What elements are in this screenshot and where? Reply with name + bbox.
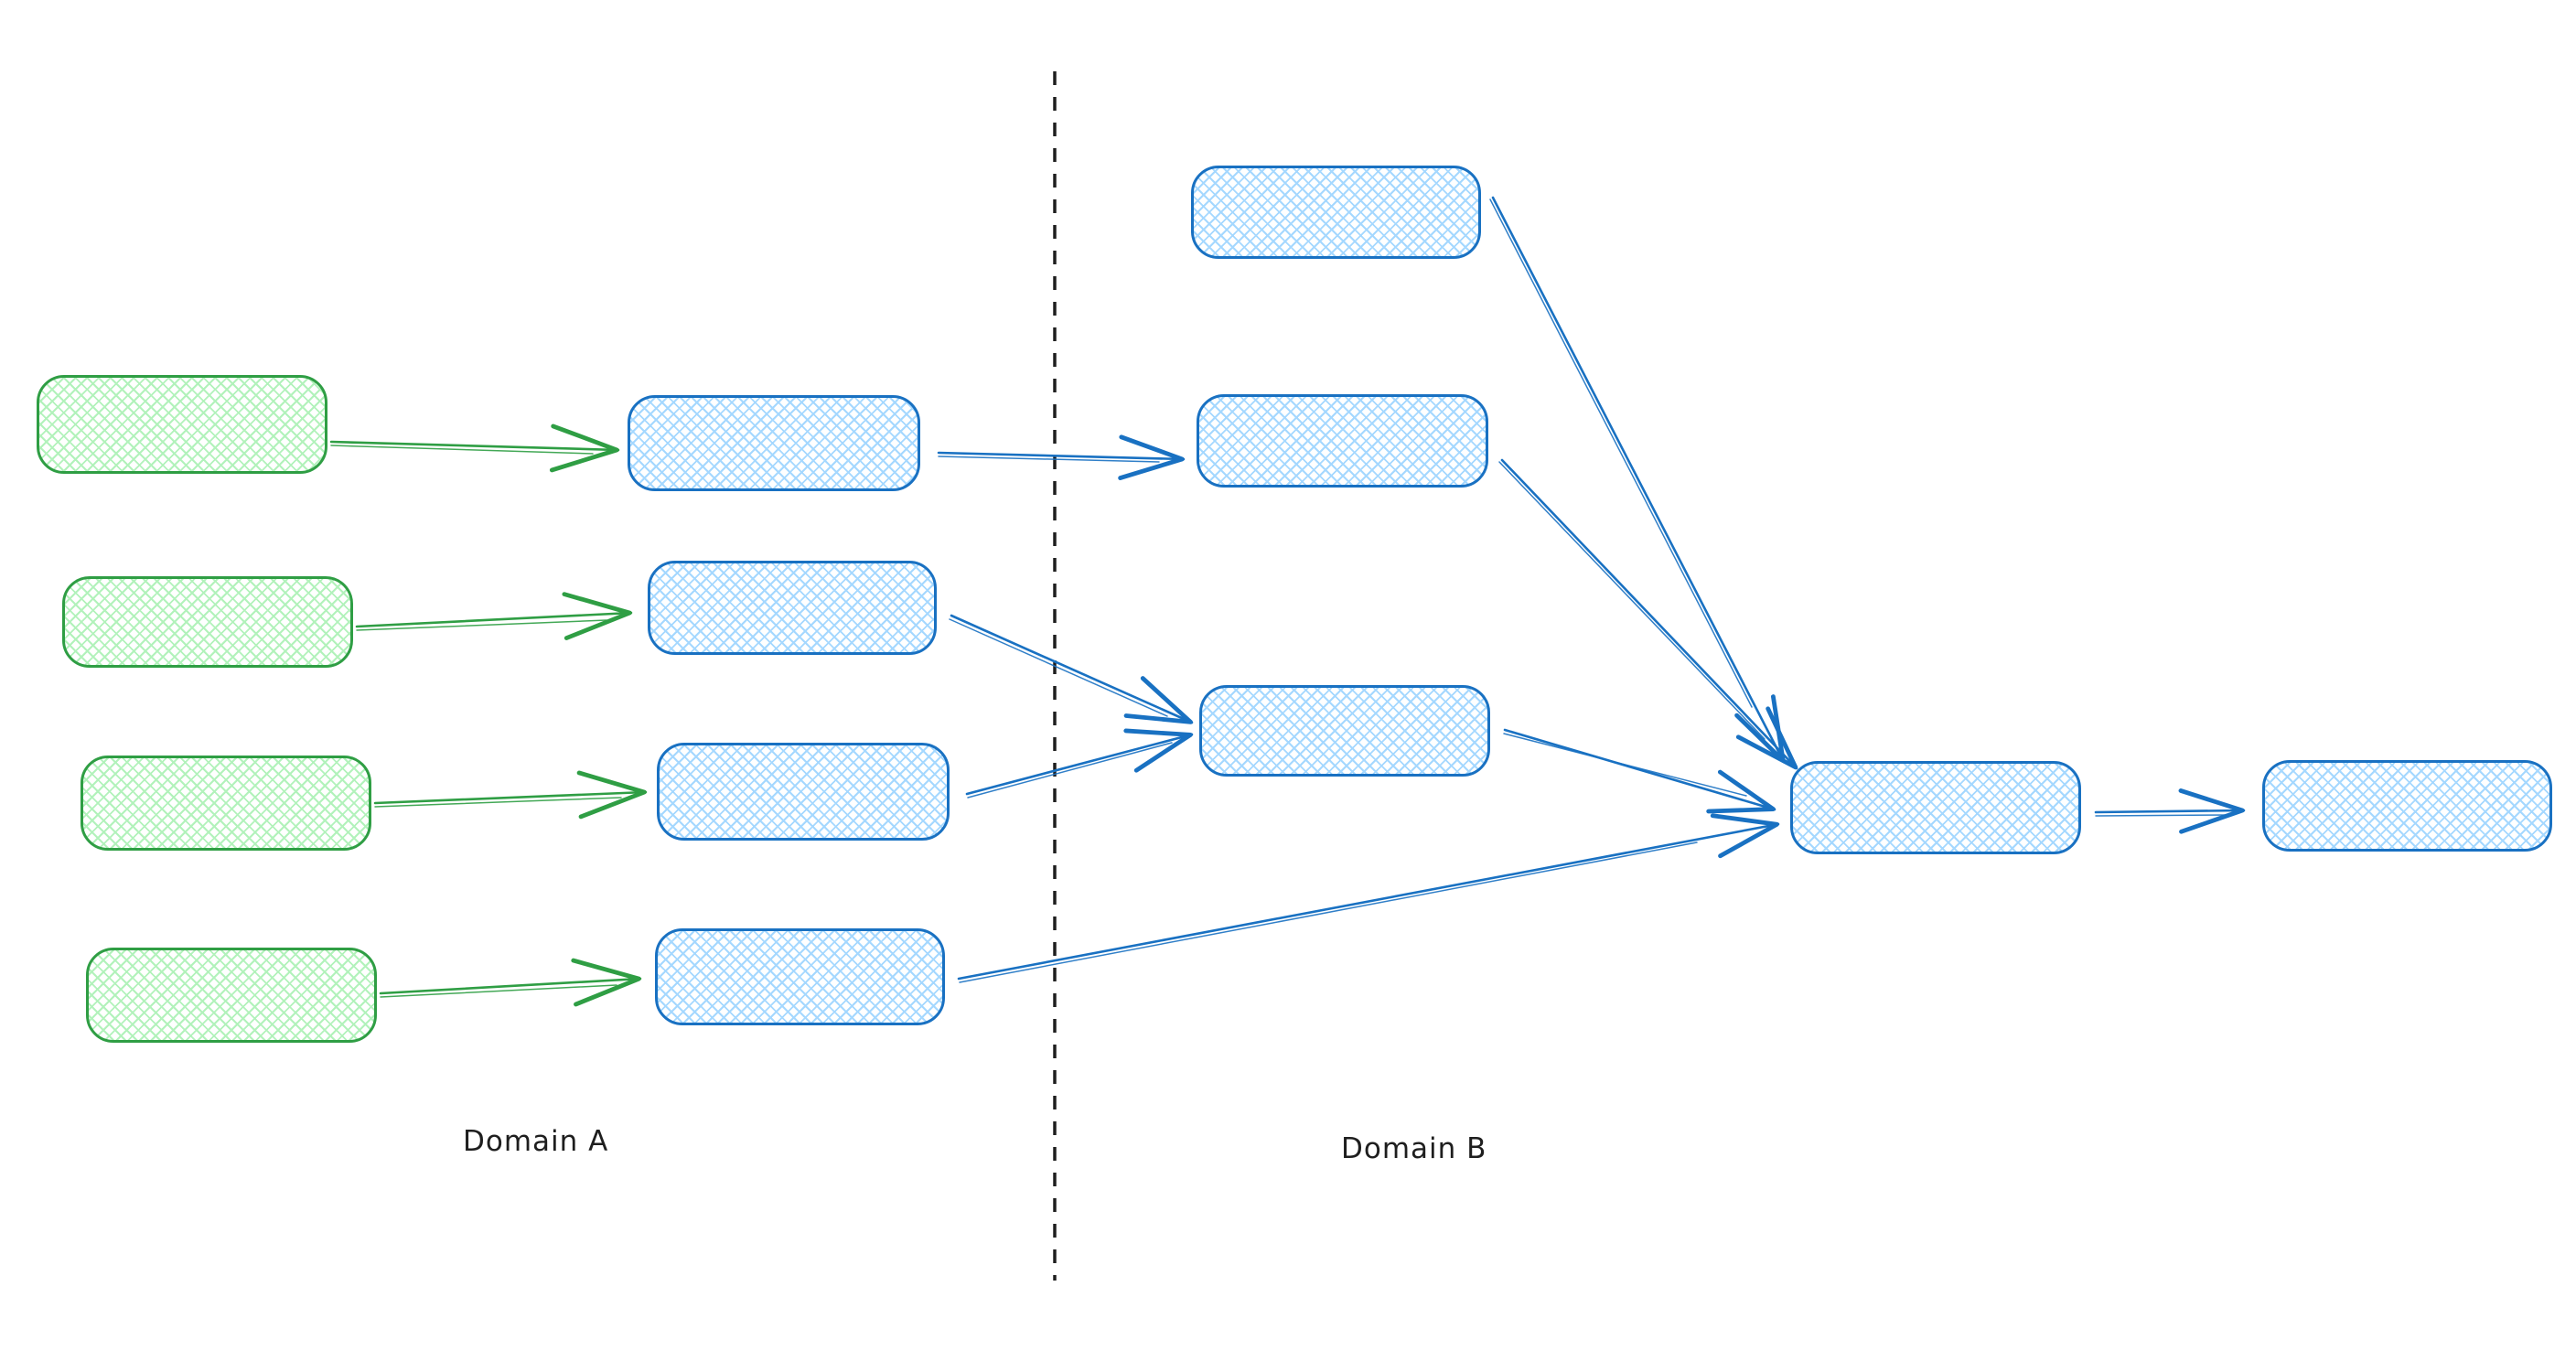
node-blue-b-top — [1191, 166, 1481, 259]
node-blue-converge — [1790, 761, 2081, 854]
node-blue-a2 — [648, 561, 937, 655]
node-blue-a3 — [657, 743, 950, 841]
node-green-4 — [86, 948, 377, 1043]
arrow-green3-bluea3 — [373, 770, 648, 820]
arrow-bluebtop-converge — [1489, 196, 1786, 764]
arrow-bluea1-bluebmid — [937, 434, 1186, 480]
node-green-2 — [62, 576, 353, 668]
arrow-green4-bluea4 — [379, 958, 642, 1007]
arrow-green2-bluea2 — [355, 592, 633, 640]
arrow-bluea2-blueblow — [949, 614, 1194, 724]
arrow-bluebmid-converge — [1498, 458, 1798, 770]
arrow-bluea4-converge — [957, 813, 1780, 983]
arrow-green1-bluea1 — [329, 423, 620, 473]
arrow-blueblow-converge — [1503, 728, 1776, 814]
domain-b-label: Domain B — [1341, 1132, 1487, 1165]
node-green-3 — [80, 756, 371, 851]
domain-a-label: Domain A — [463, 1125, 609, 1158]
arrow-converge-final — [2094, 788, 2246, 834]
node-blue-a1 — [628, 395, 920, 491]
node-blue-b-low — [1199, 685, 1490, 777]
node-blue-a4 — [655, 928, 945, 1025]
node-green-1 — [37, 375, 327, 474]
arrow-bluea3-blueblow — [965, 728, 1194, 799]
node-blue-final — [2262, 760, 2552, 852]
node-blue-b-mid — [1197, 394, 1488, 488]
